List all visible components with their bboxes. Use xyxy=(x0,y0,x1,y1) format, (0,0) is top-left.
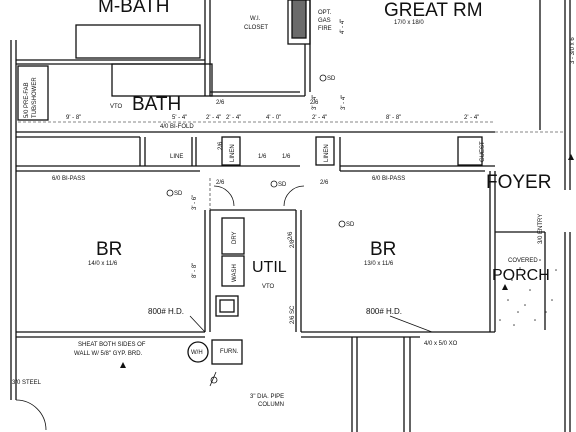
hd-left-label: 800# H.D. xyxy=(148,307,184,316)
door-26-c: 2/6 xyxy=(216,180,225,186)
door-26-f: 2/6 xyxy=(288,231,294,240)
door-16-a: 1/6 xyxy=(258,154,267,160)
dim-v4: 8' - 8" xyxy=(192,263,198,278)
dry-label: DRY xyxy=(232,231,238,244)
room-label-bath: BATH xyxy=(132,94,181,115)
room-label-m-bath: M-BATH xyxy=(98,0,169,17)
furn-label: FURN. xyxy=(220,349,239,355)
vto-bath-label: VTO xyxy=(110,104,123,110)
prefab-label-2: TUB/SHOWER xyxy=(32,77,38,118)
door-26-b: 2/6 xyxy=(218,141,224,150)
room-label-foyer: FOYER xyxy=(486,172,551,193)
top-dim-label: 4' - 4" xyxy=(340,19,346,34)
br-left-size: 14/0 x 11/6 xyxy=(88,261,118,267)
fire-label: FIRE xyxy=(318,26,332,32)
sd-label-4: SD xyxy=(346,222,355,228)
closet-label: CLOSET xyxy=(244,25,268,31)
linen-label-2: LINEN xyxy=(324,144,330,162)
wi-label: W.I. xyxy=(250,16,261,22)
bipass-right-label: 6/0 BI-PASS xyxy=(372,176,405,182)
br-right-size: 13/0 x 11/6 xyxy=(364,261,394,267)
pipe-label-1: 3" DIA. PIPE xyxy=(250,394,284,400)
door-16-b: 1/6 xyxy=(282,154,291,160)
dim-7: 2' - 4" xyxy=(464,115,479,121)
wash-label: WASH xyxy=(232,264,238,282)
door-26-d: 2/6 xyxy=(320,180,329,186)
dim-v3: 3' - 6" xyxy=(192,195,198,210)
section-markers xyxy=(120,154,574,368)
dimension-lines xyxy=(18,121,565,332)
window-label: 4/0 x 5/0 XO xyxy=(424,341,458,347)
great-rm-size: 17/0 x 18/0 xyxy=(394,20,424,26)
dim-2: 5' - 4" xyxy=(172,115,187,121)
dim-8: 2' - 4" xyxy=(206,115,221,121)
sd-label-3: SD xyxy=(174,191,183,197)
line-label: LINE xyxy=(170,154,183,160)
porch-hatch xyxy=(499,259,557,326)
dim-6: 8' - 8" xyxy=(386,115,401,121)
pipe-label-2: COLUMN xyxy=(258,402,284,408)
hd-right-label: 800# H.D. xyxy=(366,307,402,316)
dim-v1: 3' - 4" xyxy=(312,95,318,110)
vto-util-label: VTO xyxy=(262,284,275,290)
gas-label: GAS xyxy=(318,18,331,24)
entry-door-label: 3/0 ENTRY xyxy=(538,214,544,244)
room-label-br-right: BR xyxy=(370,239,396,260)
dim-1: 9' - 8" xyxy=(66,115,81,121)
sd-label-1: SD xyxy=(327,76,336,82)
dim-3: 2' - 4" xyxy=(226,115,241,121)
porch-covered-label: COVERED xyxy=(508,258,538,264)
dim-v2: 3' - 4" xyxy=(341,95,347,110)
guest-label: GUEST xyxy=(480,141,486,162)
dim-5: 2' - 4" xyxy=(312,115,327,121)
prefab-label-1: 5/0 PRE-FAB xyxy=(24,82,30,118)
sheath-label-1: SHEAT BOTH SIDES OF xyxy=(78,342,146,348)
bifold-label: 4/0 BI-FOLD xyxy=(160,124,194,130)
opt-label: OPT. xyxy=(318,10,332,16)
room-label-util: UTIL xyxy=(252,259,287,276)
bipass-left-label: 6/0 BI-PASS xyxy=(52,176,85,182)
door-26-e: 2/6 xyxy=(310,100,319,106)
closet-door-label: 2/6 SC xyxy=(290,305,296,324)
wh-label: W/H xyxy=(191,350,203,356)
door-swings xyxy=(15,185,433,431)
sheath-label-2: WALL W/ 5/8" GYP. BRD. xyxy=(74,351,143,357)
walls xyxy=(10,0,571,432)
room-label-porch: PORCH xyxy=(492,267,550,284)
room-label-great-rm: GREAT RM xyxy=(384,0,483,21)
room-label-br-left: BR xyxy=(96,239,122,260)
sd-label-2: SD xyxy=(278,182,287,188)
right-edge-label: 3 - 3/0 x 6 xyxy=(570,37,576,64)
door-26-a: 2/6 xyxy=(216,100,225,106)
smoke-detectors xyxy=(166,74,346,228)
linen-label-1: LINEN xyxy=(230,144,236,162)
steel-door-label: 3/0 STEEL xyxy=(12,380,42,386)
dim-4: 4' - 0" xyxy=(266,115,281,121)
util-door-label: 2/8 xyxy=(290,239,296,248)
